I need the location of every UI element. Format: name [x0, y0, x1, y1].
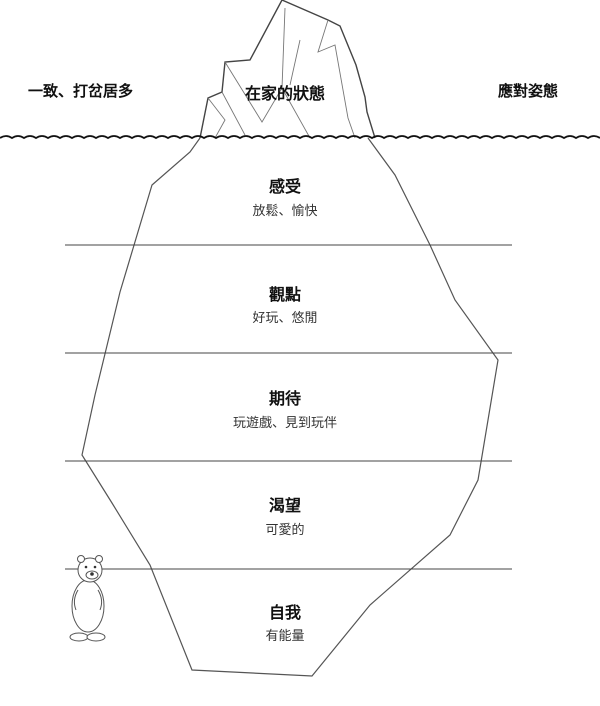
iceberg-peak: [199, 0, 376, 139]
layer-title-perceptions: 觀點: [268, 285, 302, 304]
layer-title-expectations: 期待: [268, 389, 302, 408]
layer-desc-self: 有能量: [265, 629, 305, 644]
layer-title-feelings: 感受: [268, 177, 302, 196]
layer-title-self: 自我: [268, 603, 302, 622]
layer-desc-perceptions: 好玩、悠閒: [252, 311, 318, 326]
iceberg-body: [81, 137, 499, 677]
diagram-title: 在家的狀態: [244, 84, 326, 103]
iceberg-peak-facets: [207, 7, 356, 139]
coping-stance-label: 應對姿態: [498, 82, 559, 100]
layer-desc-yearnings: 可愛的: [265, 523, 305, 538]
layer-desc-feelings: 放鬆、愉快: [252, 204, 318, 219]
polar-bear-icon: [69, 555, 106, 642]
layer-title-yearnings: 渴望: [268, 496, 302, 515]
layer-desc-expectations: 玩遊戲、見到玩伴: [232, 416, 338, 431]
coping-stance-value: 一致、打岔居多: [28, 82, 134, 100]
waterline: [0, 135, 600, 140]
